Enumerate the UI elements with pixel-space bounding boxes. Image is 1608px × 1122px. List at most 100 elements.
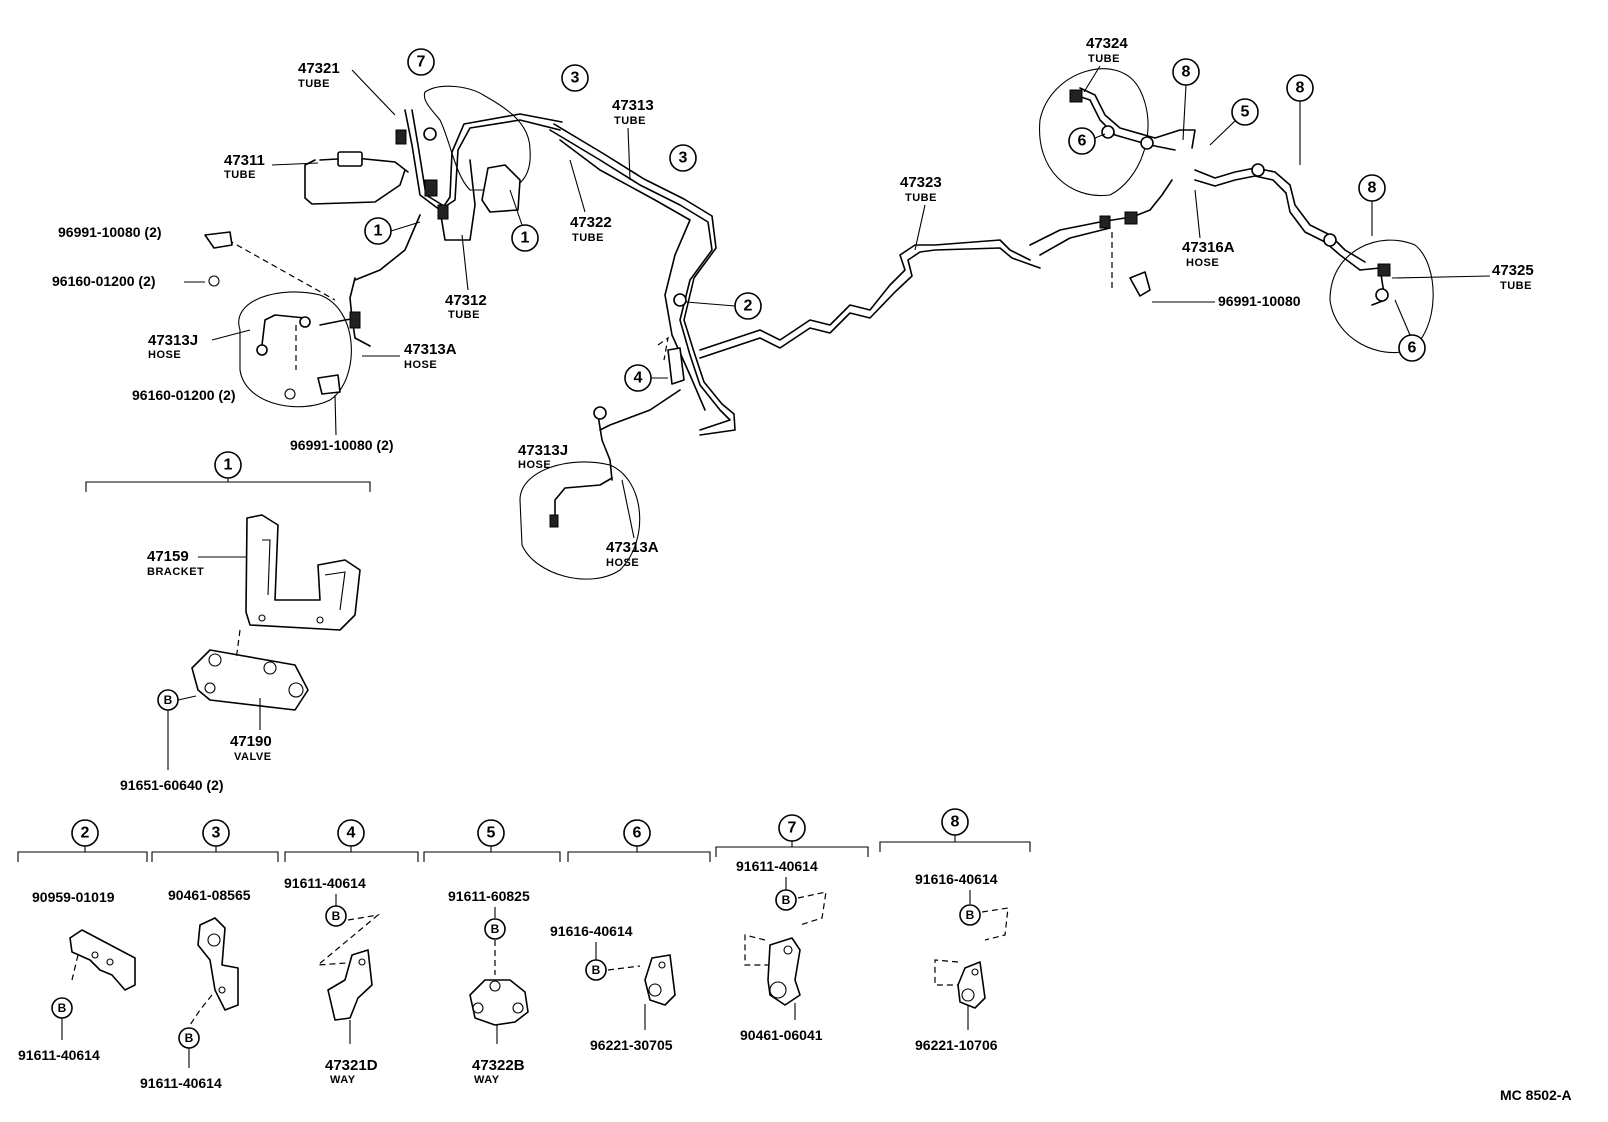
callout-4: 4	[624, 364, 652, 392]
svg-text:B: B	[782, 893, 791, 907]
detail-5: 5 91611-60825 B 47322B WAY	[423, 819, 561, 1086]
part-90461-06041: 90461-06041	[740, 1027, 823, 1043]
detail-6: 6 91616-40614 B 96221-30705	[550, 819, 711, 1053]
label-47321-sub: TUBE	[298, 78, 330, 90]
label-47159: 47159	[147, 548, 189, 565]
callout-1a: 1	[364, 217, 392, 245]
label-47322-sub: TUBE	[572, 232, 604, 244]
svg-text:8: 8	[1182, 64, 1191, 81]
detail-1: 1 47159 BRACKET 47190 VALVE B 91651-6064…	[85, 451, 371, 793]
svg-text:5: 5	[1241, 104, 1250, 121]
svg-text:3: 3	[212, 825, 221, 842]
label-47316A: 47316A	[1182, 239, 1235, 256]
label-washer-a: 96160-01200 (2)	[52, 273, 156, 289]
label-clip-b: 96991-10080 (2)	[290, 437, 394, 453]
callout-6a: 6	[1068, 127, 1096, 155]
callout-5: 5	[1231, 98, 1259, 126]
svg-text:B: B	[185, 1031, 194, 1045]
callout-2: 2	[734, 292, 762, 320]
label-47324-sub: TUBE	[1088, 53, 1120, 65]
detail-2: 2 90959-01019 B 91611-40614	[17, 819, 148, 1063]
detail-row: 2 90959-01019 B 91611-40614 3 90461-0856…	[17, 808, 1031, 1091]
label-47313-sub: TUBE	[614, 115, 646, 127]
clamp-90959	[69, 929, 136, 991]
label-47311: 47311	[224, 152, 265, 169]
detail-8: 8 91616-40614 B 96221-10706	[879, 808, 1031, 1053]
svg-text:1: 1	[521, 230, 530, 247]
callout-8a: 8	[1172, 58, 1200, 86]
svg-text:B: B	[164, 693, 173, 707]
svg-text:7: 7	[417, 54, 426, 71]
label-47312: 47312	[445, 292, 487, 309]
part-91611-40614-g2: 91611-40614	[18, 1047, 100, 1063]
part-91616-40614-g8: 91616-40614	[915, 871, 998, 887]
part-91611-60825: 91611-60825	[448, 888, 530, 904]
label-47322: 47322	[570, 214, 612, 231]
svg-text:B: B	[58, 1001, 67, 1015]
svg-text:2: 2	[744, 298, 753, 315]
upper-labels: 47321 TUBE 47311 TUBE 47312 TUBE 4 7 3 1 3 T…	[52, 35, 1534, 569]
svg-text:1: 1	[374, 223, 383, 240]
callout-1b: 1	[511, 224, 539, 252]
part-91611-40614-g4: 91611-40614	[284, 875, 366, 891]
callout-circles: 7 3 3 1 1 2 4 8 6 5 8 8 6	[364, 48, 1426, 392]
bracket-47159	[245, 514, 361, 631]
svg-text:2: 2	[81, 825, 90, 842]
callout-3a: 3	[561, 64, 589, 92]
label-47311-sub: TUBE	[224, 169, 256, 181]
label-47313J-left: 47313J	[148, 332, 198, 349]
label-47313A-lower: 47313A	[606, 539, 659, 556]
label-clip-a: 96991-10080 (2)	[58, 224, 162, 240]
svg-text:7: 7	[788, 820, 797, 837]
callout-8c: 8	[1358, 174, 1386, 202]
callout-7: 7	[407, 48, 435, 76]
svg-text:3: 3	[679, 150, 688, 167]
svg-text:8: 8	[1296, 80, 1305, 97]
part-47321d-sub: WAY	[330, 1074, 356, 1086]
svg-text:3: 3	[571, 70, 580, 87]
svg-text:4: 4	[634, 370, 643, 387]
part-47322b-sub: WAY	[474, 1074, 500, 1086]
detail-7: 7 91611-40614 B 90461-06041	[715, 814, 869, 1043]
label-clip-c: 96991-10080	[1218, 293, 1301, 309]
part-47322b: 47322B	[472, 1057, 525, 1074]
part-90959-01019: 90959-01019	[32, 889, 115, 905]
svg-text:8: 8	[951, 814, 960, 831]
label-47325-sub: TUBE	[1500, 280, 1532, 292]
label-47159-sub: BRACKET	[147, 566, 204, 578]
valve-47190	[191, 649, 309, 711]
detail-1-callout: 1	[214, 451, 242, 479]
label-47313J-lower-sub: HOSE	[518, 459, 551, 471]
label-47323-sub: TUBE	[905, 192, 937, 204]
clamp-90461-08565	[197, 917, 239, 1011]
label-47190-sub: VALVE	[234, 751, 272, 763]
label-47321: 47321	[298, 60, 340, 77]
tube-routing	[227, 68, 1434, 580]
master-cylinder	[423, 85, 531, 191]
label-47316A-sub: HOSE	[1186, 257, 1219, 269]
label-47312-sub: TUBE	[448, 309, 480, 321]
svg-text:B: B	[332, 909, 341, 923]
svg-text:6: 6	[633, 825, 642, 842]
label-47313J-left-sub: HOSE	[148, 349, 181, 361]
svg-text:B: B	[592, 963, 601, 977]
figure-code: MC 8502-A	[1500, 1087, 1572, 1103]
label-47190: 47190	[230, 733, 272, 750]
label-47313A-lower-sub: HOSE	[606, 557, 639, 569]
clamp-96221-30705	[644, 954, 676, 1006]
label-washer-b: 96160-01200 (2)	[132, 387, 236, 403]
callout-6b: 6	[1398, 334, 1426, 362]
detail-4: 4 91611-40614 B 47321D WAY	[284, 819, 419, 1086]
clamp-96221-10706	[957, 961, 986, 1009]
label-47325: 47325	[1492, 262, 1534, 279]
callout-8b: 8	[1286, 74, 1314, 102]
bolt-b-detail1: B	[157, 689, 179, 711]
clamp-90461-06041	[767, 937, 801, 1006]
way-47321d	[327, 949, 373, 1021]
part-96221-10706: 96221-10706	[915, 1037, 998, 1053]
svg-text:6: 6	[1078, 133, 1087, 150]
svg-text:B: B	[491, 922, 500, 936]
detail-3: 3 90461-08565 B 91611-40614	[140, 819, 279, 1091]
part-91611-40614-g7: 91611-40614	[736, 858, 818, 874]
label-47323: 47323	[900, 174, 942, 191]
